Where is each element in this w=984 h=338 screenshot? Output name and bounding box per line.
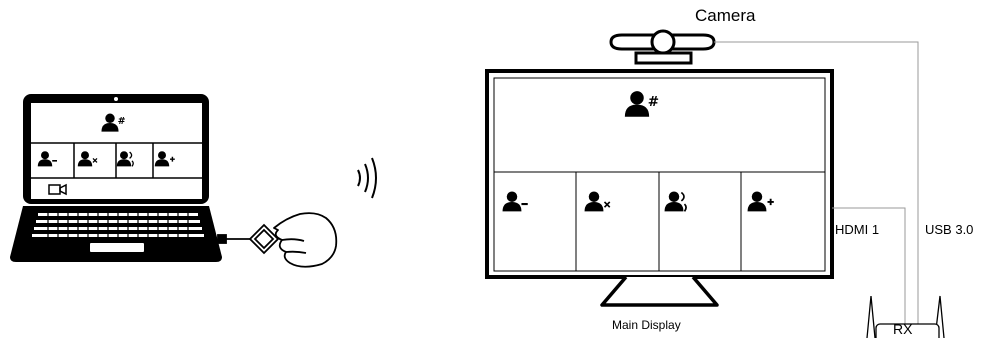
laptop-presenter-icon: # (101, 113, 126, 132)
keyboard-key-gaps (47, 212, 189, 238)
rx-receiver (866, 295, 945, 338)
person-x-icon (584, 191, 611, 212)
laptop-webcam (114, 97, 118, 101)
camera-lens (650, 29, 676, 55)
rx-antenna-left (866, 295, 876, 338)
laptop-person-minus-icon (37, 151, 57, 167)
person-minus-icon (502, 191, 528, 212)
svg-text:#: # (118, 116, 126, 127)
camera-label: Camera (695, 6, 756, 25)
laptop-person-x-icon (77, 151, 98, 167)
svg-text:#: # (648, 94, 659, 110)
hdmi-cable (832, 207, 906, 324)
camera-device (609, 29, 716, 65)
hand-icon (273, 212, 338, 268)
camera-mount (634, 51, 693, 65)
video-camera-icon (48, 183, 67, 196)
wireless-dongle-icon (217, 223, 280, 255)
usb-cable (714, 41, 919, 324)
rx-body (875, 323, 940, 338)
display-presenter-icon: # (624, 91, 659, 117)
usb-label: USB 3.0 (925, 222, 974, 237)
rx-label: RX (893, 321, 913, 337)
main-display-label: Main Display (612, 318, 681, 332)
person-plus-icon (747, 191, 774, 212)
laptop-person-speaking-icon (116, 151, 134, 167)
hdmi-label: HDMI 1 (835, 222, 880, 237)
wireless-waves-icon (357, 157, 377, 199)
main-display: # (485, 69, 834, 307)
laptop-person-plus-icon (154, 151, 175, 167)
person-speaking-icon (664, 191, 687, 212)
cables (714, 41, 919, 324)
display-stand (600, 275, 719, 307)
laptop: # (10, 94, 222, 262)
